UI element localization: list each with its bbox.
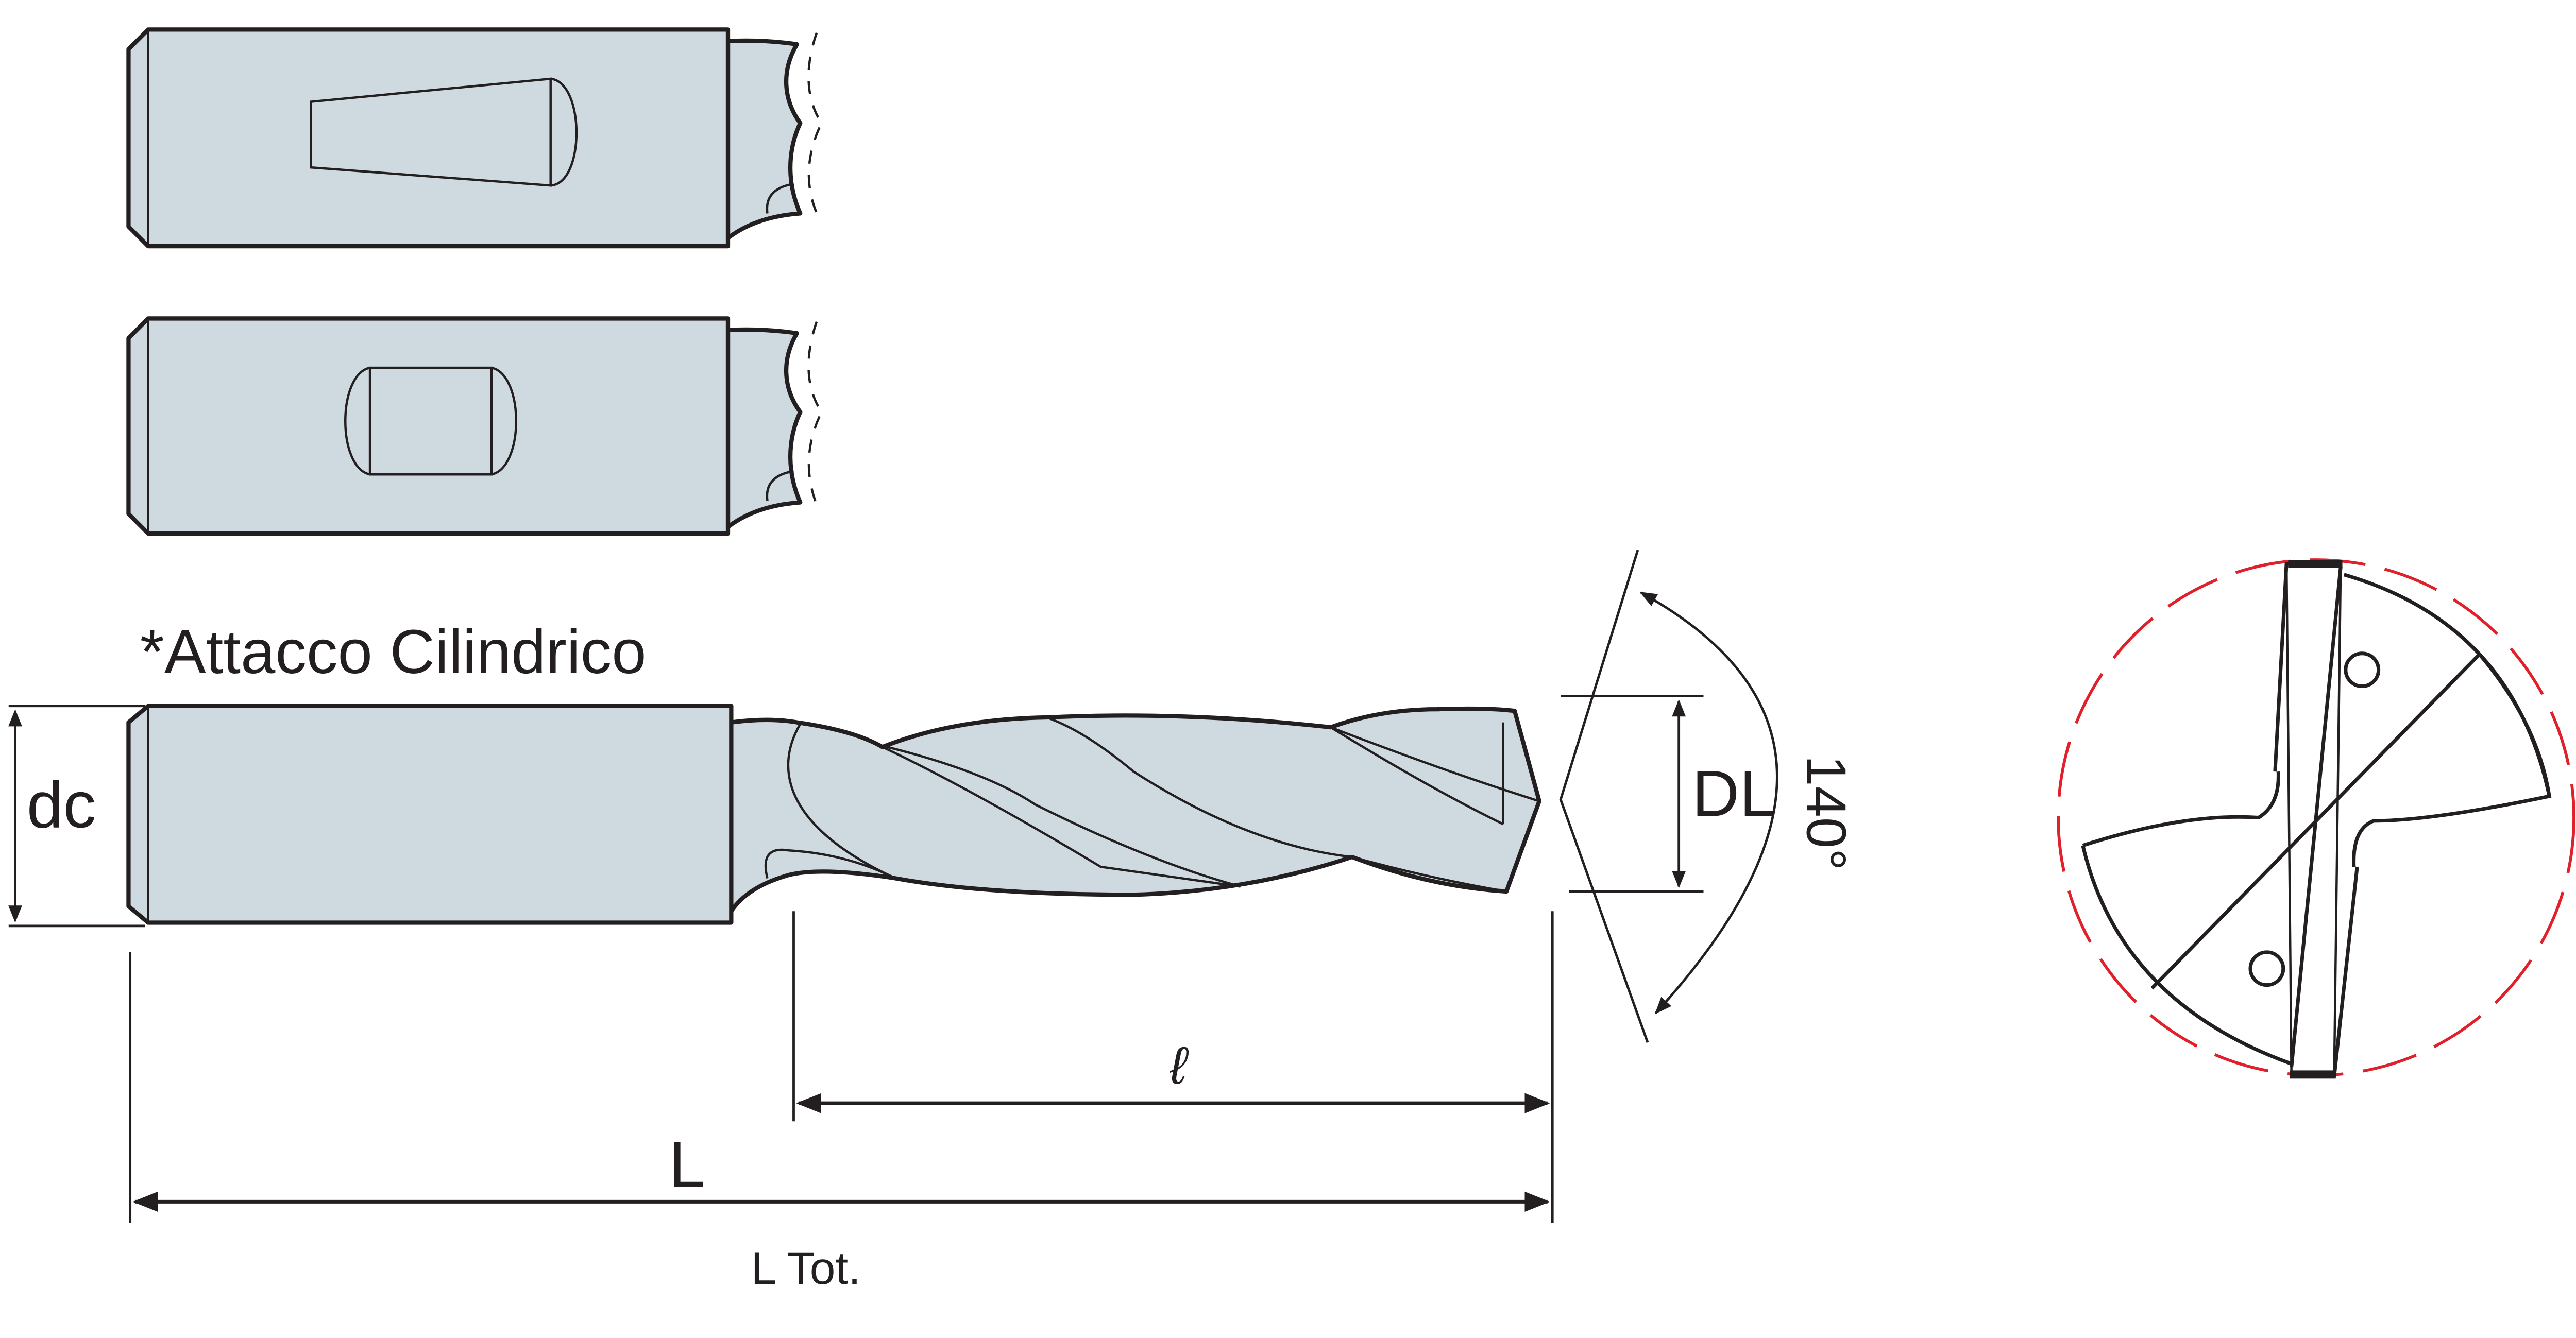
- end-view-cross-section: [2057, 558, 2575, 1079]
- shank-variant-flat: [126, 316, 823, 536]
- dl-label: DL: [1692, 757, 1776, 830]
- dimension-cutting-length: ℓ: [792, 911, 1554, 1223]
- dc-label: dc: [27, 769, 96, 842]
- end-mill-main-view: [126, 704, 1541, 925]
- dimension-point-angle: 140°: [1559, 550, 1857, 1043]
- dimension-length: L L Tot.: [129, 952, 1550, 1294]
- coolant-hole: [2248, 950, 2285, 987]
- coolant-hole: [2344, 651, 2381, 688]
- dimension-dl: DL: [1561, 695, 1776, 893]
- shank-type-label: *Attacco Cilindrico: [140, 616, 647, 687]
- dimension-dc: dc: [8, 705, 145, 928]
- length-label: L: [669, 1128, 705, 1202]
- total-length-label: L Tot.: [751, 1242, 861, 1294]
- angle-label: 140°: [1795, 755, 1857, 870]
- shank-variant-keyway: [126, 27, 823, 249]
- cutting-length-label: ℓ: [1169, 1036, 1189, 1095]
